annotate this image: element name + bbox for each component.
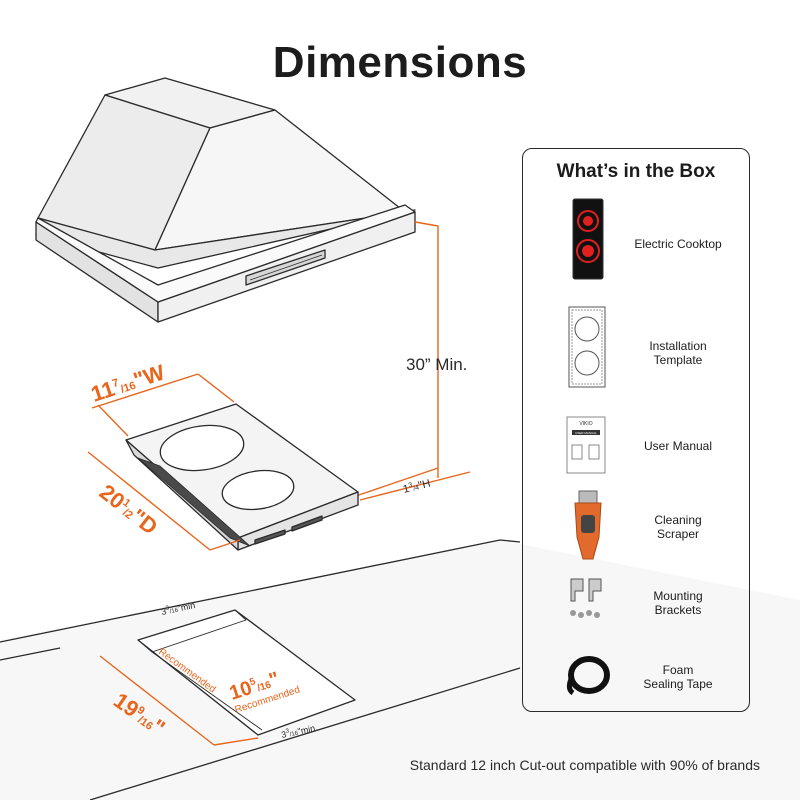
compatibility-note: Standard 12 inch Cut-out compatible with… bbox=[409, 757, 760, 773]
box-item-label: Installation Template bbox=[649, 339, 707, 367]
box-title: What’s in the Box bbox=[556, 161, 716, 182]
range-hood-illustration bbox=[35, 77, 416, 323]
box-item-label: Electric Cooktop bbox=[634, 237, 722, 251]
height-value: 13/4"H bbox=[402, 478, 432, 496]
template-icon bbox=[568, 306, 606, 388]
manual-icon: VIKIO USER MANUAL bbox=[566, 416, 606, 474]
cooktop-illustration bbox=[125, 403, 359, 551]
brackets-icon bbox=[570, 578, 602, 618]
clearance-dimension: 30” Min. bbox=[349, 221, 467, 499]
height-dimension: 13/4"H bbox=[359, 471, 471, 501]
box-item-installation-template: Installation Template bbox=[523, 305, 749, 389]
clearance-label: 30” Min. bbox=[406, 355, 467, 374]
whats-in-the-box-panel: What’s in the Box Electric Cooktop bbox=[522, 148, 750, 712]
page-title: Dimensions bbox=[272, 38, 528, 87]
box-item-label: User Manual bbox=[643, 439, 713, 453]
depth-value: 201/2"D bbox=[95, 479, 162, 539]
margin-bottom-dimension: 33/16"min. bbox=[280, 722, 318, 739]
scraper-icon bbox=[574, 490, 602, 560]
box-item-foam-sealing-tape: Foam Sealing Tape bbox=[523, 639, 749, 723]
box-item-mounting-brackets: Mounting Brackets bbox=[523, 569, 749, 653]
cooktop-icon bbox=[572, 198, 604, 280]
box-item-label: Foam Sealing Tape bbox=[643, 663, 713, 691]
box-item-label: Cleaning Scraper bbox=[654, 513, 702, 541]
svg-text:VIKIO: VIKIO bbox=[579, 421, 592, 427]
box-item-label: Mounting Brackets bbox=[653, 589, 703, 617]
margin-bottom-value: 33/16"min. bbox=[280, 722, 318, 739]
margin-top-value: 33/16"min bbox=[160, 600, 196, 617]
cutout-width-value: 105/16" bbox=[227, 668, 282, 705]
foam-tape-icon bbox=[566, 656, 610, 696]
width-value: 117/16"W bbox=[88, 359, 168, 406]
box-item-user-manual: VIKIO USER MANUAL User Manual bbox=[523, 411, 749, 495]
margin-top-dimension: 33/16"min bbox=[160, 600, 196, 617]
svg-text:USER MANUAL: USER MANUAL bbox=[575, 431, 597, 435]
box-item-electric-cooktop: Electric Cooktop bbox=[523, 197, 749, 281]
countertop-illustration bbox=[0, 539, 800, 800]
box-item-cleaning-scraper: Cleaning Scraper bbox=[523, 489, 749, 573]
